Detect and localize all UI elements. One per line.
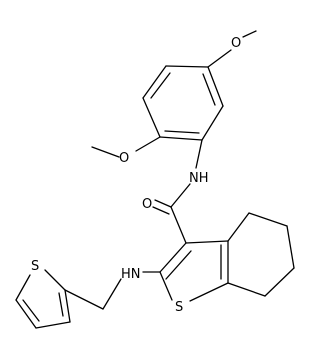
bond (15, 299, 37, 329)
atom-labels: O O O NH HN S S (31, 36, 241, 315)
bond (170, 183, 191, 208)
bond (91, 146, 120, 158)
bond (35, 321, 71, 329)
bond (142, 97, 161, 138)
bond (185, 240, 229, 244)
sulfur-core-thiophene-label: S (175, 300, 183, 315)
bond (286, 225, 295, 269)
bond-lines (15, 30, 295, 329)
bond (170, 206, 187, 244)
bond (201, 105, 224, 141)
bond (207, 66, 224, 107)
bond (227, 282, 266, 297)
bond (164, 130, 200, 134)
bond (64, 289, 104, 310)
bond (264, 267, 295, 297)
bond (152, 206, 170, 215)
bond (150, 72, 171, 99)
bond (207, 49, 232, 68)
bond (64, 289, 71, 323)
oxygen-methoxy-top-label: O (231, 36, 241, 51)
bond (242, 30, 257, 38)
bond (159, 242, 187, 273)
bond (154, 199, 172, 208)
oxygen-methoxy-left-label: O (119, 151, 129, 166)
bond (22, 299, 40, 322)
bond (159, 271, 173, 301)
bond (142, 65, 167, 99)
bond (189, 282, 229, 302)
bond (58, 292, 64, 317)
bond (15, 274, 31, 301)
bond (135, 136, 161, 152)
bond (44, 269, 66, 291)
oxygen-carbonyl-label: O (142, 197, 152, 212)
amine-hn-label: HN (121, 267, 141, 282)
amide-nh-label: NH (189, 171, 209, 186)
bond (248, 212, 288, 227)
bond (202, 73, 216, 106)
molecule-structure-diagram: O O O NH HN S S (15, 30, 295, 329)
bond (227, 212, 250, 242)
sulfur-thiophene-ring-label: S (31, 259, 39, 274)
bond (102, 278, 122, 310)
bond (165, 65, 209, 68)
bond (159, 136, 203, 141)
bond (165, 250, 192, 280)
bond (195, 139, 203, 169)
